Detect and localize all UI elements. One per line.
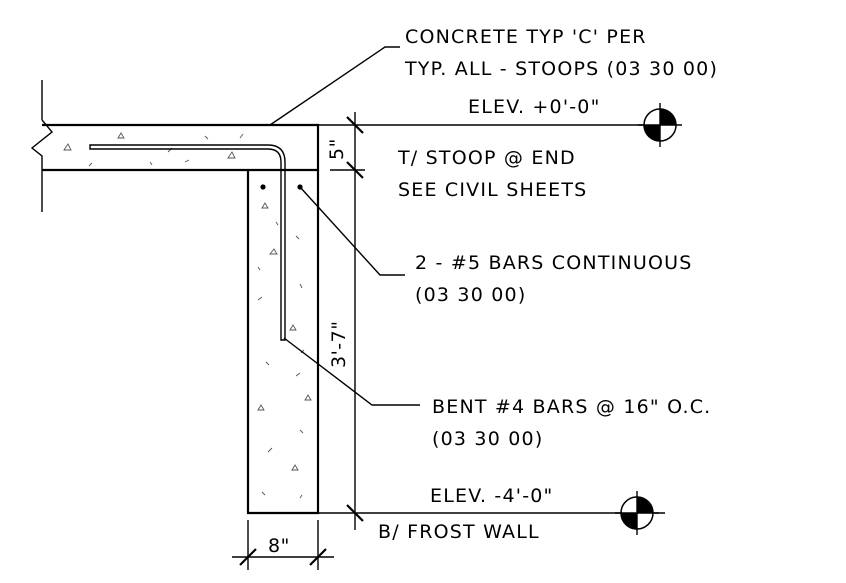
leader-bars bbox=[299, 186, 405, 276]
elevation-target-icon bbox=[615, 491, 659, 535]
dim-wall-height: 3'-7" bbox=[328, 321, 350, 369]
break-line-symbol bbox=[30, 119, 53, 175]
note-bent-line1: BENT #4 BARS @ 16" O.C. bbox=[432, 396, 711, 418]
leader-bent-bars bbox=[283, 337, 420, 406]
elev-bottom-label: ELEV. -4'-0" bbox=[430, 485, 553, 507]
dim-slab-thickness: 5" bbox=[326, 138, 348, 160]
note-concrete-line2: TYP. ALL - STOOPS (03 30 00) bbox=[404, 58, 718, 80]
stoop-slab-outline bbox=[42, 123, 320, 172]
note-bars-line2: (03 30 00) bbox=[415, 284, 526, 306]
elev-top-label: ELEV. +0'-0" bbox=[468, 96, 601, 118]
elev-top-desc1: T/ STOOP @ END bbox=[397, 147, 576, 169]
leaders bbox=[269, 46, 420, 406]
dimensions bbox=[232, 112, 665, 570]
note-concrete-line1: CONCRETE TYP 'C' PER bbox=[405, 26, 647, 48]
note-bent-line2: (03 30 00) bbox=[432, 428, 543, 450]
dim-wall-width: 8" bbox=[268, 535, 290, 557]
bent-bar bbox=[89, 144, 286, 341]
width-dim-ticks bbox=[239, 548, 327, 566]
elev-top-desc2: SEE CIVIL SHEETS bbox=[398, 179, 587, 201]
elev-bottom-desc: B/ FROST WALL bbox=[378, 521, 540, 543]
concrete-section bbox=[30, 80, 320, 515]
leader-concrete bbox=[269, 46, 400, 126]
note-bars-line1: 2 - #5 BARS CONTINUOUS bbox=[415, 252, 693, 274]
rebar-dot-left bbox=[260, 184, 266, 190]
concrete-hatch bbox=[63, 132, 312, 499]
elevation-target-icon bbox=[638, 103, 682, 147]
rebar bbox=[89, 144, 303, 341]
vertical-dim-ticks bbox=[346, 116, 364, 522]
frost-wall-outline bbox=[246, 170, 320, 515]
